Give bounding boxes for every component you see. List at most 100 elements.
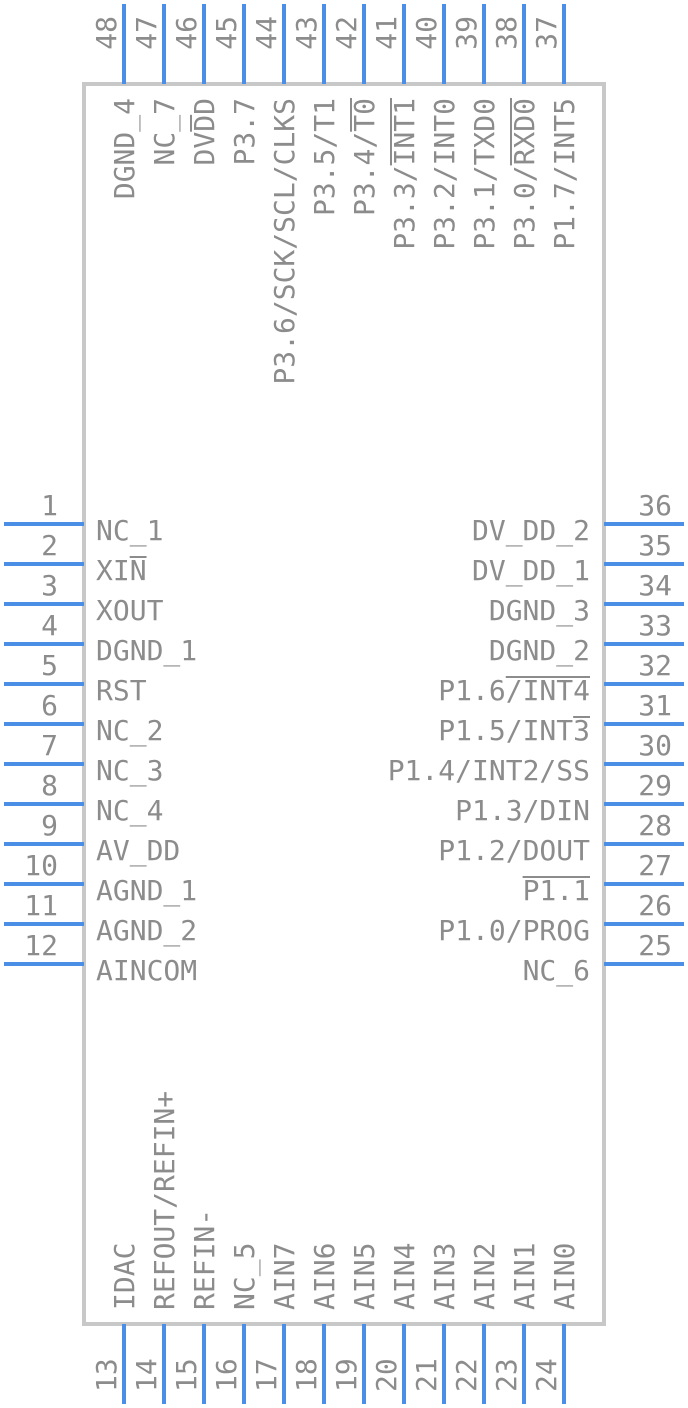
pin-number: 13 [90, 1358, 123, 1392]
pin-label: XIN [96, 554, 147, 587]
pin-8: 8NC_4 [4, 769, 163, 828]
pin-label: NC_6 [523, 954, 590, 988]
pin-number: 43 [290, 16, 323, 50]
pin-label: P3.4/T0 [348, 98, 381, 216]
pin-label: NC_2 [96, 714, 163, 748]
pin-number: 35 [638, 529, 672, 562]
pin-number: 17 [250, 1358, 283, 1392]
pin-label: DV_DD_1 [472, 554, 590, 588]
pin-15: 15 REFIN- [170, 1209, 221, 1404]
pin-label: REFIN- [188, 1209, 221, 1310]
pin-number: 25 [638, 929, 672, 962]
pins-layer: 1NC_12XIN3XOUT4DGND_15RST6NC_27NC_38NC_4… [4, 4, 684, 1404]
pin-13: 13 IDAC [90, 1243, 141, 1404]
pin-number: 45 [210, 16, 243, 50]
pin-label: AIN6 [308, 1243, 341, 1310]
pin-number: 12 [24, 929, 58, 962]
pin-number: 40 [410, 16, 443, 50]
pin-label: NC_5 [228, 1243, 262, 1310]
pin-label: NC_3 [96, 754, 163, 788]
pin-17: 17 AIN7 [250, 1243, 301, 1404]
pin-number: 11 [24, 889, 58, 922]
pin-label: P3.1/TXD0 [468, 98, 501, 250]
pin-label: P1.6/INT4 [438, 674, 590, 707]
pin-number: 47 [130, 16, 163, 50]
pin-label: P1.0/PROG [438, 914, 590, 947]
pin-number: 41 [370, 16, 403, 50]
pin-label: NC_7 [148, 98, 182, 165]
pin-number: 9 [41, 809, 58, 842]
pin-number: 15 [170, 1358, 203, 1392]
pin-number: 10 [24, 849, 58, 882]
pin-label: AIN4 [388, 1243, 421, 1310]
pin-number: 18 [290, 1358, 323, 1392]
ic-body [82, 82, 606, 1326]
pin-label: AIN7 [268, 1243, 301, 1310]
pin-9: 9AV_DD [4, 809, 180, 868]
pin-label: AIN1 [508, 1243, 541, 1310]
pin-label: AGND_1 [96, 874, 197, 908]
pin-number: 42 [330, 16, 363, 50]
pin-label: IDAC [108, 1243, 141, 1310]
pin-18: 18 AIN6 [290, 1243, 341, 1404]
pin-number: 20 [370, 1358, 403, 1392]
pin-number: 29 [638, 769, 672, 802]
pin-label: P1.5/INT3 [438, 714, 590, 747]
pin-label: AINCOM [96, 954, 197, 987]
pin-label: REFOUT/REFIN+ [148, 1091, 181, 1310]
pin-label: P3.6/SCK/SCL/CLKS [268, 98, 301, 385]
pin-6: 6NC_2 [4, 689, 163, 748]
pin-number: 6 [41, 689, 58, 722]
pin-number: 44 [250, 16, 283, 50]
pin-16: 16 NC_5 [210, 1243, 262, 1404]
pin-label: P1.4/INT2/SS [388, 754, 590, 787]
pin-label: DV_DD_2 [472, 514, 590, 548]
pin-number: 37 [530, 16, 563, 50]
pin-number: 34 [638, 569, 672, 602]
pin-number: 16 [210, 1358, 243, 1392]
pin-label: P1.3/DIN [455, 794, 590, 827]
pin-number: 46 [170, 16, 203, 50]
pin-7: 7NC_3 [4, 729, 163, 788]
pin-number: 22 [450, 1358, 483, 1392]
pin-label: NC_4 [96, 794, 163, 828]
pin-number: 30 [638, 729, 672, 762]
pin-label: P1.1 [523, 874, 590, 907]
pin-label: DGND_4 [108, 98, 142, 199]
pin-label: AV_DD [96, 834, 180, 868]
pin-number: 2 [41, 529, 58, 562]
pin-number: 7 [41, 729, 58, 762]
pin-label: XOUT [96, 594, 164, 627]
pin-label: AIN0 [548, 1243, 581, 1310]
pin-label: P1.2/DOUT [438, 834, 590, 867]
